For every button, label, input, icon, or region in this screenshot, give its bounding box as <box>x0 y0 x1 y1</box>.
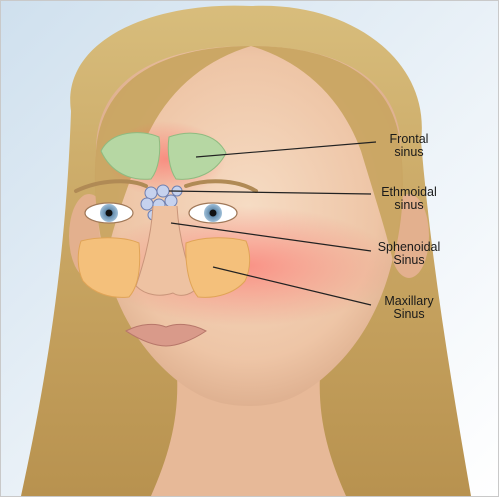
maxillary-label-line2: Sinus <box>364 308 454 321</box>
ethmoidal-label-line2: sinus <box>364 199 454 212</box>
frontal-label-line2: sinus <box>364 146 454 159</box>
sphenoidal-sinus-label: Sphenoidal Sinus <box>364 241 454 267</box>
ethmoidal-sinus-label: Ethmoidal sinus <box>364 186 454 212</box>
frontal-sinus-label: Frontal sinus <box>364 133 454 159</box>
maxillary-sinus-label: Maxillary Sinus <box>364 295 454 321</box>
right-pupil <box>210 210 217 217</box>
left-pupil <box>106 210 113 217</box>
sphenoidal-label-line2: Sinus <box>364 254 454 267</box>
